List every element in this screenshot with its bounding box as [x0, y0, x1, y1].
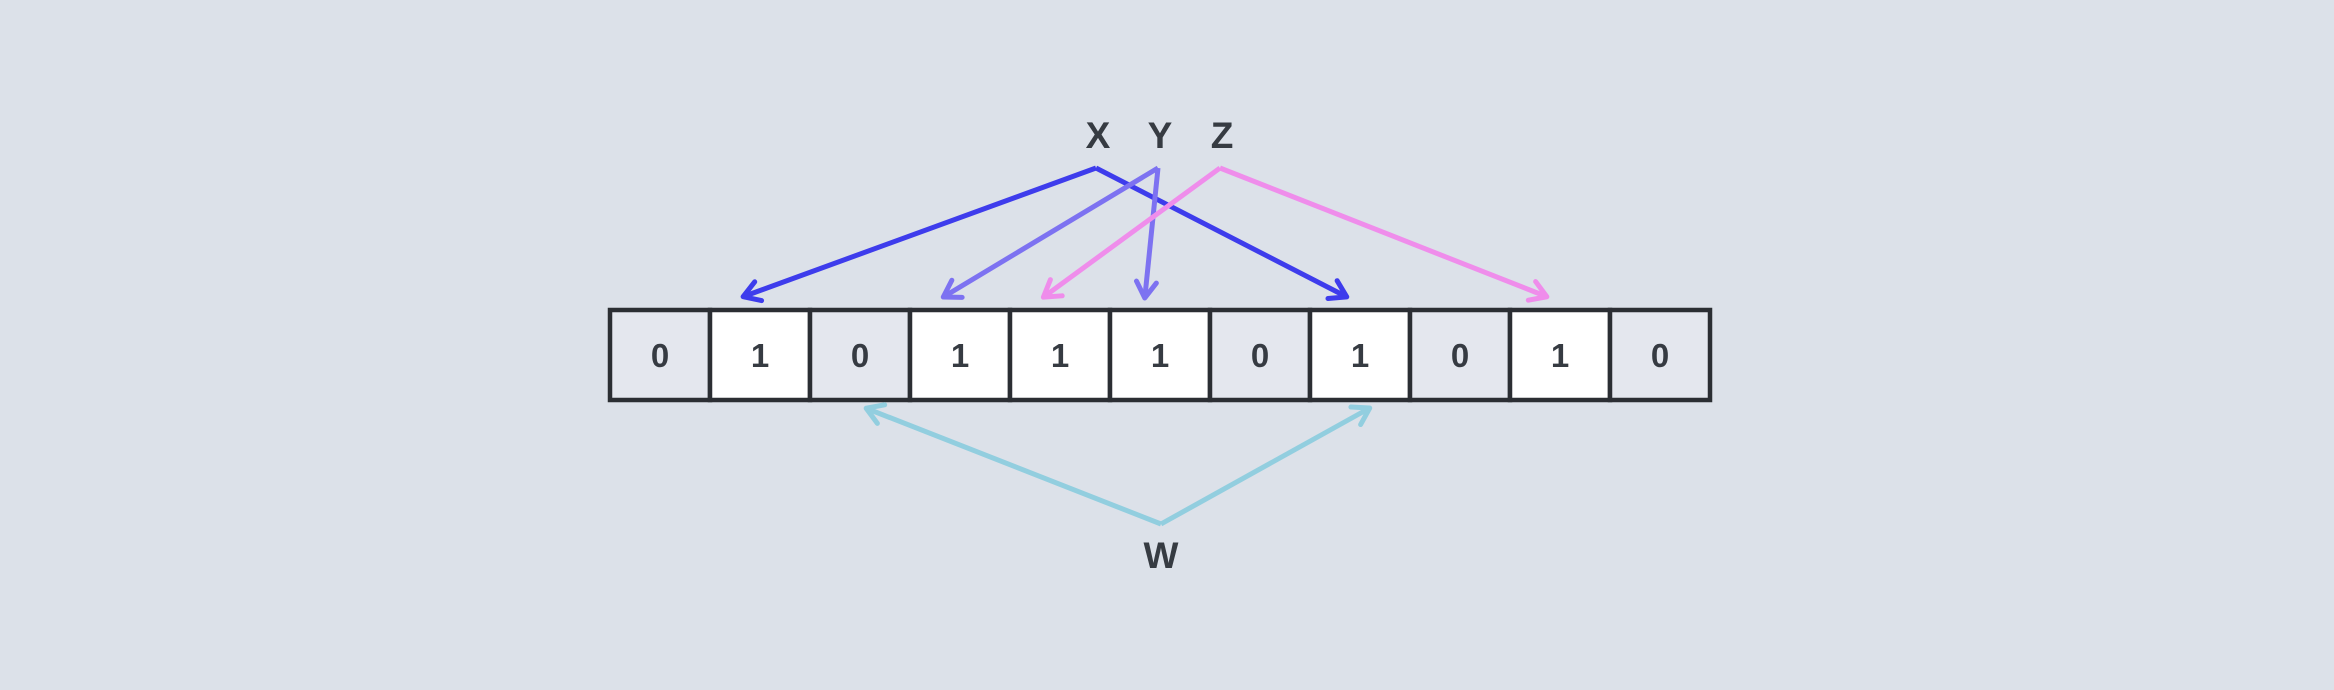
bit-value-2: 0 [851, 337, 869, 374]
bit-value-3: 1 [951, 337, 969, 374]
bit-cell-2 [807, 307, 913, 403]
pointer-x: X [740, 115, 1350, 304]
bit-cell-8 [1407, 307, 1513, 403]
bit-value-8: 0 [1451, 337, 1469, 374]
pointer-y: Y [940, 115, 1173, 301]
pointer-w: W [863, 402, 1373, 576]
bit-value-0: 0 [651, 337, 669, 374]
bit-cell-10 [1607, 307, 1713, 403]
bit-array: 0 1 0 1 1 1 0 1 0 1 0 [607, 307, 1713, 403]
bit-cell-9 [1507, 307, 1613, 403]
bit-cell-0 [607, 307, 713, 403]
arrow-x-to-cell-1 [740, 165, 1097, 304]
bit-cell-1 [707, 307, 813, 403]
bit-value-1: 1 [751, 337, 769, 374]
arrow-w-to-cell-2 [863, 402, 1162, 527]
pointer-z: Z [1040, 115, 1550, 303]
bit-value-9: 1 [1551, 337, 1569, 374]
pointer-label-y: Y [1148, 115, 1173, 156]
pointer-label-z: Z [1211, 115, 1234, 156]
arrow-z-to-cell-4 [1040, 165, 1222, 300]
arrow-y-to-cell-3 [940, 165, 1160, 300]
bit-value-7: 1 [1351, 337, 1369, 374]
arrow-y-to-cell-5 [1133, 167, 1161, 301]
bit-value-4: 1 [1051, 337, 1069, 374]
bit-cell-7 [1307, 307, 1413, 403]
bit-value-10: 0 [1651, 337, 1669, 374]
arrow-z-to-cell-9 [1219, 165, 1550, 303]
bit-value-6: 0 [1251, 337, 1269, 374]
bit-value-5: 1 [1151, 337, 1169, 374]
pointer-label-w: W [1144, 535, 1179, 576]
bit-cell-4 [1007, 307, 1113, 403]
arrow-x-to-cell-7 [1094, 165, 1350, 301]
arrow-w-to-cell-7 [1159, 404, 1373, 527]
bit-cell-6 [1207, 307, 1313, 403]
pointer-label-x: X [1086, 115, 1111, 156]
